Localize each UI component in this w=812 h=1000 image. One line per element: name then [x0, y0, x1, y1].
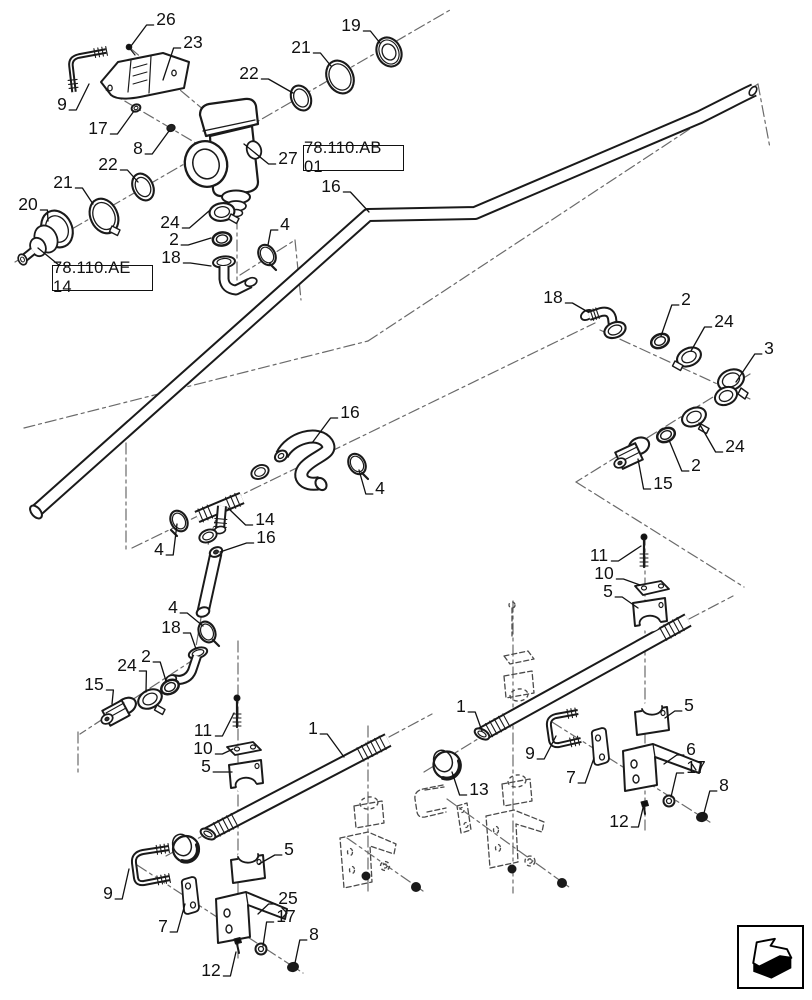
callout-label-2: 2 — [169, 229, 179, 249]
coupler-rings — [17, 36, 403, 296]
center-fitting-cluster — [100, 429, 370, 727]
callout-label-24: 24 — [160, 212, 180, 232]
top-left-mounting-parts — [67, 43, 190, 133]
callout-label-24: 24 — [725, 436, 745, 456]
callout-label-1: 1 — [456, 696, 466, 716]
callout-label-27: 27 — [278, 148, 297, 168]
callout-label-15: 15 — [84, 674, 103, 694]
callout-label-18: 18 — [161, 617, 180, 637]
callout-label-3: 3 — [764, 338, 774, 358]
callout-label-24: 24 — [117, 655, 137, 675]
callout-label-16: 16 — [256, 527, 275, 547]
callout-label-8: 8 — [719, 775, 729, 795]
callout-label-15: 15 — [653, 473, 672, 493]
callout-label-10: 10 — [193, 738, 213, 758]
callout-label-2: 2 — [691, 455, 701, 475]
callout-label-1: 1 — [308, 718, 318, 738]
callout-label-8: 8 — [133, 138, 143, 158]
callout-label-2: 2 — [141, 646, 151, 666]
callout-label-18: 18 — [161, 247, 180, 267]
callout-label-5: 5 — [603, 581, 613, 601]
page-turn-arrow — [751, 937, 792, 979]
callout-label-21: 21 — [53, 172, 72, 192]
callouts: 2623917822212027222119242184161641416441… — [18, 9, 774, 980]
callout-label-13: 13 — [469, 779, 488, 799]
callout-label-10: 10 — [594, 563, 614, 583]
callout-label-20: 20 — [18, 194, 38, 214]
callout-label-4: 4 — [375, 478, 385, 498]
callout-label-12: 12 — [609, 811, 628, 831]
callout-label-11: 11 — [194, 720, 212, 740]
right-boom-tube-assembly — [432, 533, 708, 823]
left-boom-tube-assembly — [130, 694, 392, 973]
page-turn-icon[interactable] — [737, 925, 804, 989]
callout-label-25: 25 — [278, 888, 297, 908]
callout-label-22: 22 — [98, 154, 117, 174]
callout-label-5: 5 — [684, 695, 694, 715]
callout-label-16: 16 — [321, 176, 340, 196]
callout-label-24: 24 — [714, 311, 734, 331]
callout-label-22: 22 — [239, 63, 258, 83]
callout-label-12: 12 — [201, 960, 220, 980]
callout-label-6: 6 — [686, 739, 696, 759]
callout-label-21: 21 — [291, 37, 310, 57]
ghost-parts — [339, 601, 567, 892]
valve-27 — [183, 97, 263, 218]
callout-label-5: 5 — [201, 756, 211, 776]
right-nozzle-cluster — [580, 306, 749, 470]
callout-label-7: 7 — [158, 916, 168, 936]
callout-label-9: 9 — [57, 94, 67, 114]
callout-label-4: 4 — [154, 539, 164, 559]
callout-label-19: 19 — [341, 15, 360, 35]
boom-pipe-16 — [29, 83, 758, 520]
callout-label-7: 7 — [566, 767, 576, 787]
callout-label-11: 11 — [590, 545, 608, 565]
callout-label-17: 17 — [88, 118, 107, 138]
callout-label-17: 17 — [686, 757, 705, 777]
callout-label-2: 2 — [681, 289, 691, 309]
callout-label-4: 4 — [168, 597, 178, 617]
callout-label-9: 9 — [525, 743, 535, 763]
callout-label-14: 14 — [255, 509, 275, 529]
ref-box-78-110-AB-01[interactable]: 78.110.AB 01 — [303, 139, 404, 176]
callout-label-5: 5 — [284, 839, 294, 859]
callout-label-17: 17 — [276, 906, 295, 926]
ref-box-78-110-AE-14[interactable]: 78.110.AE 14 — [52, 259, 153, 296]
callout-label-26: 26 — [156, 9, 175, 29]
ref-box-leaders — [37, 247, 61, 267]
callout-label-23: 23 — [183, 32, 202, 52]
callout-label-9: 9 — [103, 883, 113, 903]
callout-label-8: 8 — [309, 924, 319, 944]
callout-label-4: 4 — [280, 214, 290, 234]
callout-label-18: 18 — [543, 287, 562, 307]
callout-label-16: 16 — [340, 402, 359, 422]
